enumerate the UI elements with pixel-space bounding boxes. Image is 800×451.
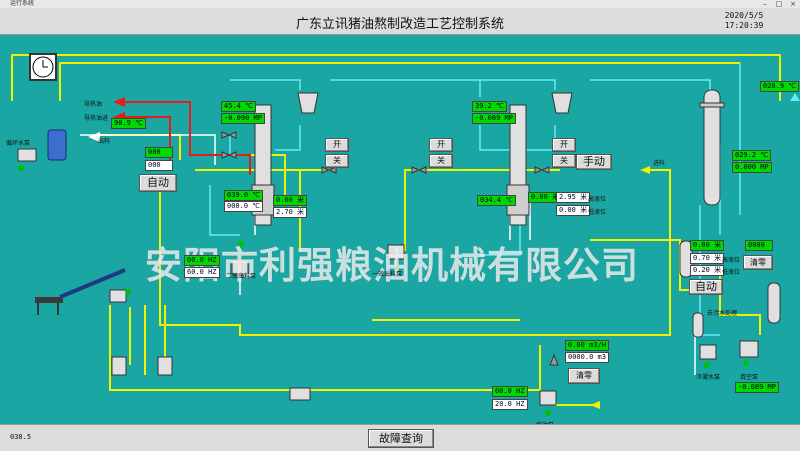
evap2-level-hi-label: 高液位 [588, 196, 607, 203]
evap1-pump-label: 二效出料泵 [226, 273, 257, 280]
flow-clear-button[interactable]: 清零 [568, 368, 600, 384]
watermark-text: 安阳市利强粮油机械有限公司 [145, 244, 639, 287]
valve3-close-button[interactable]: 关 [552, 154, 576, 168]
page-title: 广东立讯猪油熬制改造工艺控制系统 [295, 17, 504, 32]
heat-oil-in-label: 导热油进 [84, 115, 109, 122]
evap1-level2-readout: 2.70 米 [273, 207, 308, 218]
evap2-temp-readout: 39.2 ℃ [472, 101, 507, 112]
evap2-temp2-readout: 034.4 ℃ [477, 195, 517, 206]
maximize-icon[interactable]: □ [775, 0, 783, 8]
evap2-level-lo-label: 低液位 [588, 209, 607, 216]
valve3-manual-button[interactable]: 手动 [576, 154, 612, 170]
tank-level2-readout: 0.70 米 [690, 253, 725, 264]
heat-oil-out-label: 导热油 [84, 101, 103, 108]
evap1-temp2-readout: 039.0 ℃ [224, 190, 264, 201]
conveyor [35, 268, 127, 315]
header-date: 2020/5/5 [724, 11, 764, 20]
piping-diagram [11, 53, 800, 416]
evap1-hz2-readout: 60.0 HZ [184, 267, 220, 278]
fault-query-button[interactable]: 故障查询 [368, 429, 434, 448]
header-bar: 广东立讯猪油熬制改造工艺控制系统 2020/5/5 17:20:39 [0, 8, 800, 35]
condensate-pump-label: 冷凝水泵 [696, 374, 721, 381]
waste-treatment-label: 去污水处理 [707, 310, 738, 317]
vacuum-pressure-readout: -0.089 MP [735, 382, 779, 393]
header-time: 17:20:39 [724, 21, 764, 30]
window-titlebar: 运行系统 – □ × [0, 0, 800, 8]
tank-level1-readout: 0.00 米 [690, 240, 725, 251]
condenser-pressure-readout: 0.000 MP [732, 162, 772, 173]
vacuum-pump-label: 真空泵 [740, 374, 759, 381]
valve3-open-button[interactable]: 开 [552, 138, 576, 152]
press-pump-hz1-readout: 00.0 HZ [492, 386, 528, 397]
footer-code: 038.5 [10, 433, 32, 441]
evap1-pressure-readout: -0.090 MP [221, 113, 265, 124]
evap2-level-hi-readout: 2.95 米 [556, 192, 591, 203]
process-canvas: 安阳市利强粮油机械有限公司 导热油 导热油进 出料 90.9 ℃ 000 000… [0, 35, 800, 429]
valve1-close-button[interactable]: 关 [325, 154, 349, 168]
right-auto-button[interactable]: 自动 [689, 279, 723, 295]
left-auto-button[interactable]: 自动 [139, 174, 177, 192]
evap2-pressure-readout: -0.089 MP [472, 113, 516, 124]
evap1-temp-readout: 45.4 ℃ [221, 101, 256, 112]
clock-gauge [29, 53, 57, 81]
condenser-temp-readout: 029.2 ℃ [732, 150, 772, 161]
valve2-close-button[interactable]: 关 [429, 154, 453, 168]
evap1-hz1-readout: 00.0 HZ [184, 255, 220, 266]
press-pump-hz2-readout: 20.0 HZ [492, 399, 528, 410]
condenser [699, 89, 725, 206]
feed-label: 进料 [653, 160, 666, 167]
left-setpoint-readout: 000 [145, 147, 173, 158]
close-icon[interactable]: × [790, 0, 796, 8]
valve1-open-button[interactable]: 开 [325, 138, 349, 152]
evap2-pump-label: 一效出料泵 [372, 271, 403, 278]
right-counter-readout: 0000 [745, 240, 773, 251]
evap1-temp3-readout: 000.0 ℃ [224, 201, 264, 212]
tank-level3-readout: 0.20 米 [690, 265, 725, 276]
condenser-top-temp-readout: 028.9 ℃ [760, 81, 800, 92]
valve2-open-button[interactable]: 开 [429, 138, 453, 152]
left-value-readout: 000 [145, 160, 173, 171]
footer-bar: 038.5 故障查询 [0, 424, 800, 451]
evap1-level1-readout: 0.00 米 [273, 195, 308, 206]
minimize-icon[interactable]: – [763, 0, 767, 8]
tank-low-level-label: 低液位 [722, 269, 741, 276]
circulation-pump-label: 循环水泵 [6, 140, 31, 147]
evap2-level-lo-readout: 0.00 米 [556, 205, 591, 216]
flow-total-readout: 0000.0 m3 [565, 352, 609, 363]
flow-rate-readout: 0.00 m3/H [565, 340, 609, 351]
discharge-label: 出料 [98, 138, 111, 145]
heat-oil-temp-readout: 90.9 ℃ [111, 118, 146, 129]
right-clear-button[interactable]: 清零 [743, 255, 773, 270]
window-title: 运行系统 [10, 0, 35, 7]
tank-high-level-label: 高液位 [722, 257, 741, 264]
